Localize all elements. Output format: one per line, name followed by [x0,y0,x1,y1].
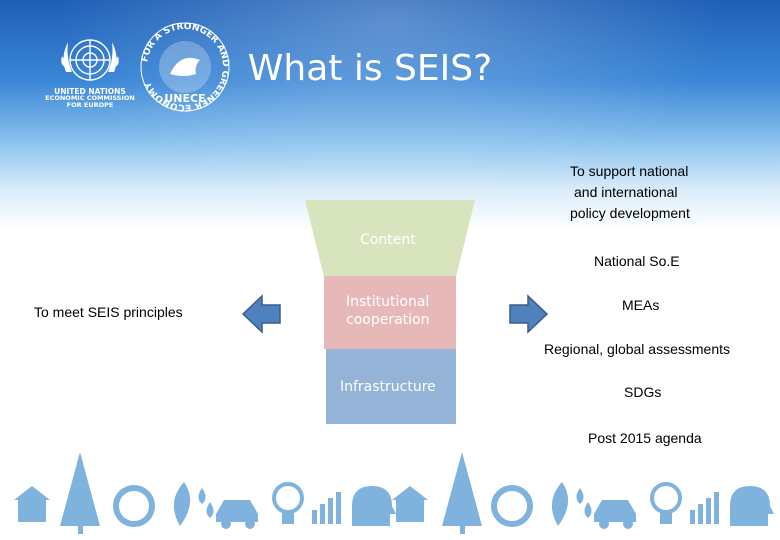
right-item-post-2015: Post 2015 agenda [588,430,702,446]
support-line-2: and international [574,184,678,200]
tree-icon [60,452,100,534]
un-caption-line-3: FOR EUROPE [66,101,114,109]
funnel-institutional-label: Institutional cooperation [346,293,429,329]
funnel-infrastructure-segment [326,349,456,424]
leaf-icon [173,482,191,526]
head-gear-icon [730,486,774,526]
bottom-icon-strip [14,452,774,534]
head-gear-icon [352,486,396,526]
house-icon [392,486,428,522]
water-drop-icon [576,488,592,518]
right-item-sdgs: SDGs [624,384,662,400]
recycle-icon [113,485,155,527]
bar-chart-icon [312,492,341,524]
un-caption-line-1: UNITED NATIONS [54,87,126,96]
right-item-regional-global: Regional, global assessments [544,341,730,357]
support-statement: To support national and international po… [570,161,740,224]
header-sky-background [0,0,780,230]
unece-wordmark: UNECE [164,92,205,105]
arrow-left-icon [242,294,281,334]
water-drop-icon [198,488,214,518]
left-statement: To meet SEIS principles [34,304,183,320]
support-line-3: policy development [570,205,690,221]
funnel-content-label: Content [360,232,416,248]
un-caption: UNITED NATIONS ECONOMIC COMMISSION FOR E… [44,88,136,109]
funnel-institutional-line-1: Institutional [346,294,430,310]
un-emblem-icon [61,39,119,81]
funnel-infrastructure-label: Infrastructure [340,379,436,395]
car-icon [216,500,258,529]
unece-logo-icon: FOR A STRONGER AND GREENER ECONOMY UNECE [140,22,230,112]
funnel-content-segment [305,200,475,276]
support-line-1: To support national [570,163,689,179]
page-title: What is SEIS? [247,48,493,89]
right-item-national-soe: National So.E [594,253,680,269]
lightbulb-icon [650,482,682,524]
lightbulb-icon [272,482,304,524]
house-icon [14,486,50,522]
funnel-institutional-line-2: cooperation [346,312,430,328]
arrow-right-icon [509,294,548,334]
tree-icon [442,452,482,534]
funnel-institutional-segment [324,276,456,349]
bar-chart-icon [690,492,719,524]
car-icon [594,500,636,529]
un-caption-line-2: ECONOMIC COMMISSION [45,94,135,102]
leaf-icon [551,482,569,526]
recycle-icon [491,485,533,527]
right-item-meas: MEAs [622,297,660,313]
